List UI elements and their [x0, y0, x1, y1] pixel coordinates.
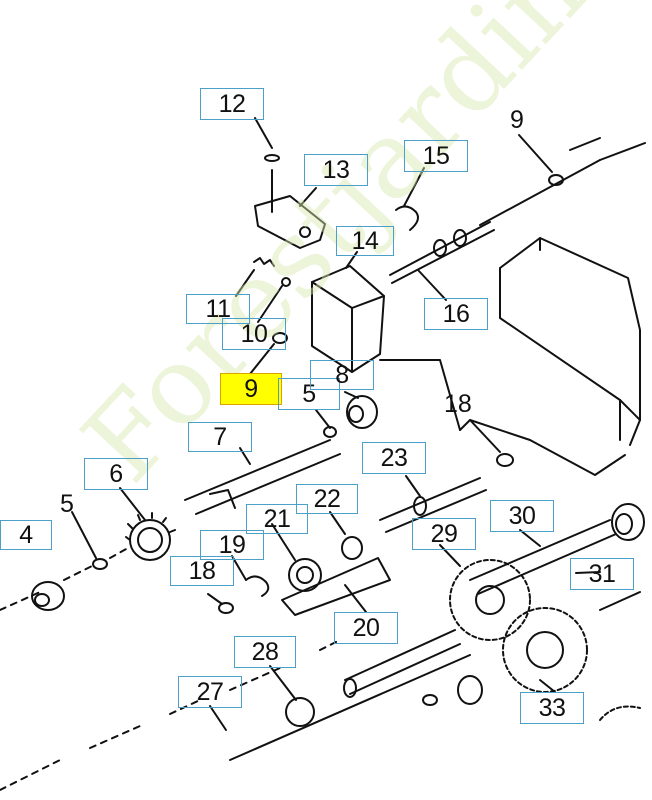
part-4-bushing: [31, 581, 65, 611]
part-label-22[interactable]: 22: [296, 484, 358, 514]
part-10-washer: [272, 332, 288, 344]
part-label-33[interactable]: 33: [520, 692, 584, 724]
part-label-12[interactable]: 12: [200, 88, 264, 120]
part-label-18-top[interactable]: 18: [444, 390, 472, 418]
part-label-5-left[interactable]: 5: [60, 490, 74, 518]
part-7-shaft: [184, 439, 331, 501]
part-11-spring: [253, 257, 275, 267]
part-6-gear: [129, 519, 171, 561]
part-label-14[interactable]: 14: [336, 226, 394, 256]
part-23-shaft: [379, 477, 481, 521]
part-label-19[interactable]: 19: [200, 530, 264, 560]
part-22-bushing: [341, 536, 363, 560]
part-label-28[interactable]: 28: [234, 636, 296, 668]
part-label-15[interactable]: 15: [404, 140, 468, 172]
part-19-clip: [245, 575, 270, 597]
part-28-bushing: [285, 697, 315, 727]
part-label-6[interactable]: 6: [84, 458, 148, 490]
part-31-bearing: [611, 503, 645, 541]
housing-outline: [499, 237, 641, 446]
part-label-31[interactable]: 31: [570, 558, 634, 590]
part-label-23[interactable]: 23: [362, 442, 426, 474]
part-label-9-selected[interactable]: 9: [220, 373, 282, 405]
part-33-sprocket: [502, 607, 588, 693]
part-21-gear: [288, 558, 322, 592]
part-label-10[interactable]: 10: [222, 318, 286, 350]
part-label-13[interactable]: 13: [304, 154, 368, 186]
part-30-shaft: [469, 519, 611, 581]
part-label-4[interactable]: 4: [0, 520, 52, 550]
part-label-5-top[interactable]: 5: [278, 378, 340, 410]
part-label-7[interactable]: 7: [188, 422, 252, 452]
part-14-block: [311, 265, 385, 373]
part-label-9-top[interactable]: 9: [510, 106, 524, 134]
part-label-30[interactable]: 30: [490, 500, 554, 532]
part-8-bushing: [346, 395, 378, 429]
part-label-16[interactable]: 16: [424, 298, 488, 330]
part-15-clip: [395, 205, 419, 231]
part-label-21[interactable]: 21: [246, 504, 308, 534]
part-label-8[interactable]: 8: [310, 360, 374, 390]
part-label-29[interactable]: 29: [412, 518, 476, 550]
part-13-bracket: [254, 195, 326, 249]
part-20-plate: [281, 557, 391, 616]
part-28-shaft: [344, 629, 456, 681]
part-label-20[interactable]: 20: [334, 612, 398, 644]
part-29-sprocket: [449, 559, 531, 641]
part-label-11[interactable]: 11: [186, 294, 250, 324]
part-16-shaft: [389, 221, 491, 276]
part-label-18-bottom[interactable]: 18: [170, 556, 234, 586]
part-label-27[interactable]: 27: [178, 676, 242, 708]
